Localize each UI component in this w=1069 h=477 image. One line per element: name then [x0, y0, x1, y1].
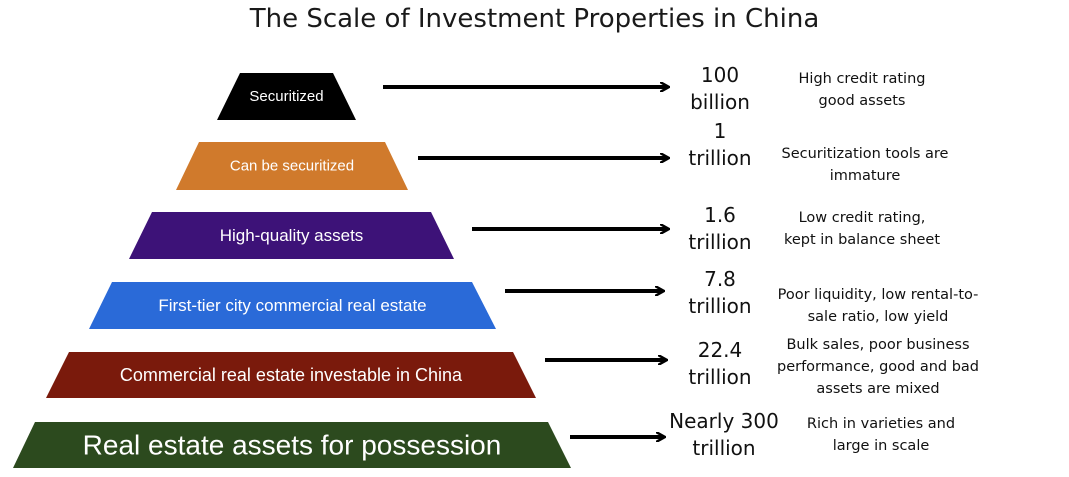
tier-4-label: First-tier city commercial real estate	[158, 296, 426, 315]
tier-6-value-unit: trillion	[692, 436, 756, 460]
tier-5-label: Commercial real estate investable in Chi…	[120, 365, 463, 385]
tier-6-label: Real estate assets for possession	[83, 430, 502, 461]
tier-5-value-amount: 22.4	[697, 338, 743, 362]
tier-5-note: Bulk sales, poor business performance, g…	[766, 334, 990, 400]
tier-2-value-unit: trillion	[688, 146, 752, 170]
tier-1-value-amount: 100	[700, 63, 740, 87]
tier-5-shape	[46, 352, 536, 398]
tier-2-shape	[176, 142, 408, 190]
tier-3-label: High-quality assets	[220, 226, 364, 245]
tier-1-note-line-2: good assets	[818, 93, 906, 109]
tier-4-note-line-1: Poor liquidity, low rental-to-	[777, 287, 979, 303]
tier-3-value: 1.6 trillion	[670, 202, 770, 256]
tier-5-note-line-2: performance, good and bad	[776, 359, 980, 375]
tier-6-note-line-2: large in scale	[832, 438, 930, 454]
tier-3-value-unit: trillion	[688, 230, 752, 254]
tier-1-note-line-1: High credit rating	[798, 71, 926, 87]
tier-2-value: 1 trillion	[670, 118, 770, 172]
tier-4-note-line-2: sale ratio, low yield	[807, 309, 949, 325]
tier-2-note: Securitization tools are immature	[760, 143, 970, 187]
tier-1-value: 100 billion	[670, 62, 770, 116]
tier-6-value-amount: Nearly 300	[669, 409, 779, 433]
tier-6-note: Rich in varieties and large in scale	[786, 413, 976, 457]
tier-1-value-unit: billion	[690, 90, 750, 114]
tier-3-shape	[129, 212, 454, 259]
diagram-title: The Scale of Investment Properties in Ch…	[249, 4, 820, 34]
tier-5-note-line-1: Bulk sales, poor business	[786, 337, 970, 353]
tier-1-note: High credit rating good assets	[772, 68, 952, 112]
tier-6-shape	[13, 422, 571, 468]
tier-2-note-line-1: Securitization tools are	[781, 146, 949, 162]
tier-4-value-amount: 7.8	[704, 267, 736, 291]
tier-5-value-unit: trillion	[688, 365, 752, 389]
tier-3-note-line-2: kept in balance sheet	[783, 232, 941, 248]
tier-2-note-line-2: immature	[829, 168, 901, 184]
tier-1-shape	[217, 73, 356, 120]
tier-3-note-line-1: Low credit rating,	[798, 210, 926, 226]
tier-4-value: 7.8 trillion	[670, 266, 770, 320]
tier-6-value: Nearly 300 trillion	[660, 408, 788, 462]
tier-2-value-amount: 1	[713, 119, 727, 143]
tier-4-note: Poor liquidity, low rental-to- sale rati…	[764, 284, 992, 328]
tier-4-shape	[89, 282, 496, 329]
tier-5-value: 22.4 trillion	[670, 337, 770, 391]
tier-5-note-line-3: assets are mixed	[816, 381, 940, 397]
tier-2-label: Can be securitized	[230, 158, 354, 175]
tier-3-note: Low credit rating, kept in balance sheet	[770, 207, 954, 251]
tier-6-note-line-1: Rich in varieties and	[806, 416, 956, 432]
tier-1-label: Securitized	[249, 88, 323, 105]
tier-4-value-unit: trillion	[688, 294, 752, 318]
tier-3-value-amount: 1.6	[704, 203, 736, 227]
